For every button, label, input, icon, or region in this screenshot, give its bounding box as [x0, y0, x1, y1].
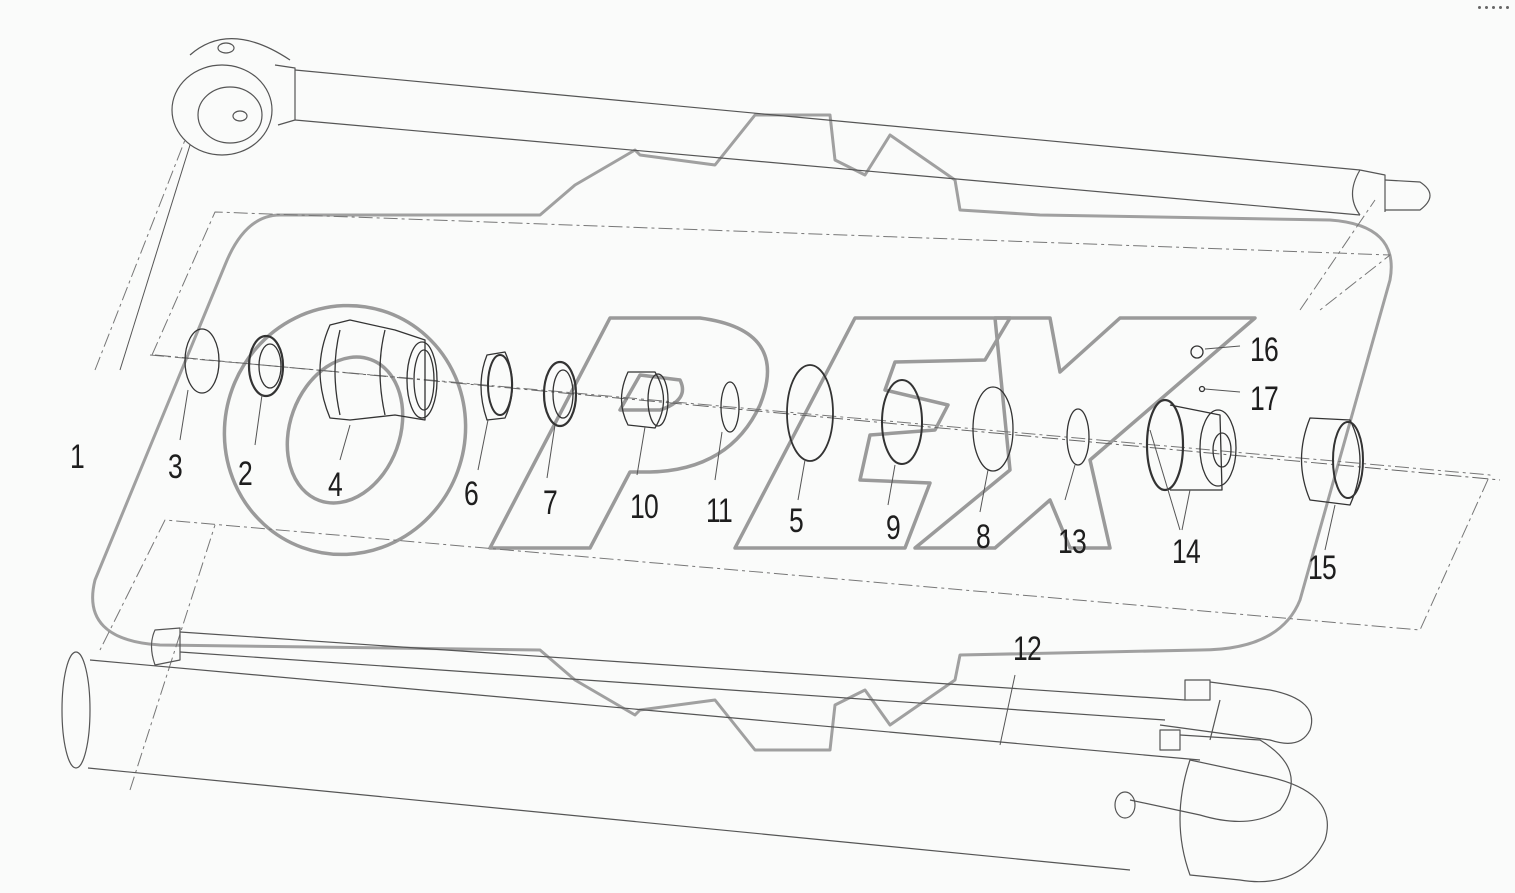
menu-dot — [1499, 6, 1502, 9]
callout-3: 3 — [168, 448, 183, 486]
callout-9: 9 — [886, 509, 901, 547]
part-3-snap-ring — [184, 328, 220, 394]
callout-6: 6 — [464, 475, 479, 513]
callout-17: 17 — [1250, 380, 1279, 418]
watermark-opex-letters — [222, 303, 1257, 557]
callout-14: 14 — [1172, 533, 1201, 571]
part-17-ball — [1198, 385, 1206, 393]
callout-10: 10 — [630, 488, 659, 526]
callout-15: 15 — [1308, 549, 1337, 587]
exploded-parts — [184, 319, 1364, 506]
callout-2: 2 — [238, 455, 253, 493]
part-14-piston — [1145, 398, 1237, 492]
callout-8: 8 — [976, 518, 991, 556]
part-7-seal — [542, 360, 578, 428]
callout-7: 7 — [543, 484, 558, 522]
menu-dot — [1492, 6, 1495, 9]
part-12-cylinder-barrel — [61, 627, 1328, 883]
part-15-bushing — [1300, 417, 1361, 506]
part-8-o-ring — [972, 386, 1014, 472]
part-13-o-ring — [1066, 408, 1090, 466]
part-16-screw — [1190, 345, 1204, 359]
part-2-seal — [247, 334, 285, 398]
part-1-piston-rod — [171, 38, 1431, 216]
callout-5: 5 — [789, 502, 804, 540]
part-11-ring — [720, 381, 740, 433]
part-5-o-ring — [786, 364, 834, 462]
callout-13: 13 — [1058, 523, 1087, 561]
callout-16: 16 — [1250, 331, 1279, 369]
callout-11: 11 — [706, 492, 733, 530]
callout-1: 1 — [70, 438, 85, 476]
more-options-icon[interactable] — [1478, 6, 1509, 9]
menu-dot — [1485, 6, 1488, 9]
callout-4: 4 — [328, 466, 343, 504]
callout-leaders — [119, 144, 1336, 746]
callout-12: 12 — [1013, 630, 1042, 668]
watermark-gear-frame — [91, 113, 1393, 752]
part-axis-centerline — [154, 354, 1501, 481]
part-4-gland — [319, 319, 438, 421]
assembly-guide-lines — [94, 139, 1491, 791]
menu-dot — [1478, 6, 1481, 9]
menu-dot — [1506, 6, 1509, 9]
part-9-ring — [881, 379, 923, 465]
part-10-bushing — [620, 371, 665, 429]
